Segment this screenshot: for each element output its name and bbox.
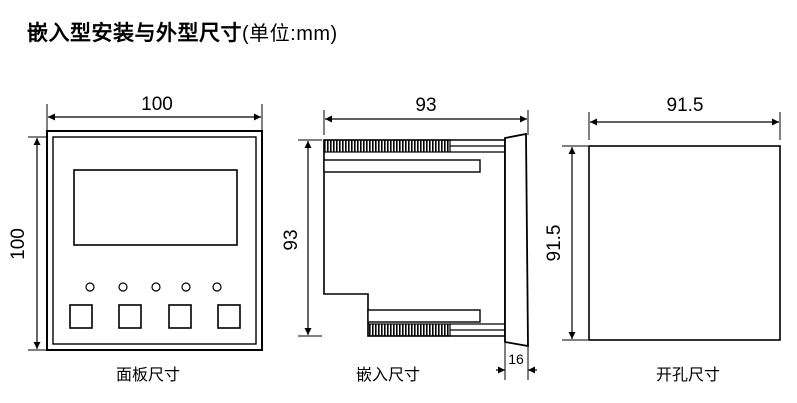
panel-key	[118, 304, 142, 329]
indicator-led	[212, 282, 222, 292]
panel-cutout-outline	[588, 145, 781, 341]
top-terminal-block	[323, 139, 451, 153]
panel-keys	[69, 304, 241, 329]
front-width-dimension: 100	[46, 94, 263, 130]
indicator-led	[118, 282, 128, 292]
indicator-led	[85, 282, 95, 292]
cutout-view-caption: 开孔尺寸	[656, 365, 720, 384]
side-view: 93 93 16 嵌入尺寸	[281, 95, 537, 384]
cutout-width-label: 91.5	[667, 95, 704, 116]
cutout-width-dimension: 91.5	[588, 95, 781, 140]
front-height-dimension: 100	[8, 136, 46, 351]
front-bezel	[504, 132, 529, 348]
side-height-dimension: 93	[281, 139, 322, 337]
diagram-title: 嵌入型安装与外型尺寸(单位:mm)	[27, 17, 338, 47]
indicator-led	[181, 282, 191, 292]
cutout-height-label: 91.5	[544, 225, 565, 262]
front-view-caption: 面板尺寸	[116, 365, 180, 384]
title-unit: (单位:mm)	[242, 23, 338, 45]
top-mounting-clip	[323, 159, 481, 173]
front-width-label: 100	[141, 94, 173, 115]
bezel-thickness-label: 16	[508, 351, 524, 367]
side-depth-label: 93	[415, 95, 436, 116]
bottom-mounting-clip	[367, 309, 481, 323]
indicator-led	[151, 282, 161, 292]
side-height-label: 93	[281, 229, 302, 250]
title-main: 嵌入型安装与外型尺寸	[27, 21, 242, 45]
front-height-label: 100	[8, 228, 29, 260]
panel-key	[69, 304, 93, 329]
display-window	[73, 169, 238, 246]
panel-key	[217, 304, 241, 329]
panel-key	[168, 304, 192, 329]
cutout-view: 91.5 91.5 开孔尺寸	[544, 95, 781, 384]
bottom-terminal-block	[367, 323, 451, 337]
front-view: 100 100 面板尺寸	[8, 94, 263, 384]
side-view-caption: 嵌入尺寸	[356, 365, 420, 384]
side-depth-dimension: 93	[323, 95, 529, 135]
panel-inner-frame	[52, 136, 257, 345]
indicator-leds	[85, 282, 222, 292]
cutout-height-dimension: 91.5	[544, 145, 588, 341]
bezel-thickness-dimension: 16	[496, 343, 537, 380]
